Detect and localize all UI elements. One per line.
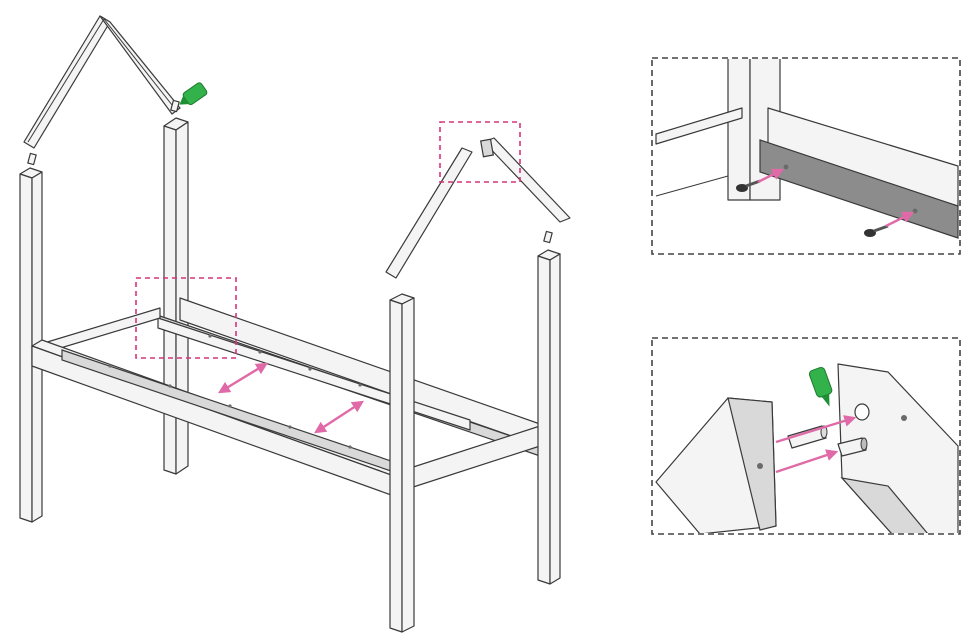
callout-box-rail-joint [135, 277, 237, 359]
arrow-icon [757, 168, 785, 184]
back-right-post [537, 249, 561, 585]
glue-bottle-icon [179, 82, 208, 106]
glue-bottle-icon [808, 366, 833, 407]
detail-bolt-rail-panel [651, 57, 961, 255]
right-roof-rafters [385, 137, 571, 279]
right-end-rail [403, 425, 541, 491]
arrow-icon [775, 415, 857, 444]
detail-dowel-glue-panel [651, 337, 961, 535]
main-assembly-view [19, 15, 571, 633]
bolt-icon [736, 179, 761, 192]
double-arrow-icon [217, 362, 269, 394]
front-right-post [389, 293, 415, 633]
dowel-icon [837, 437, 868, 457]
dowel-icon [170, 99, 180, 113]
dowel-icon [27, 152, 37, 166]
bolt-icon [864, 224, 889, 237]
arrow-icon [885, 211, 915, 228]
arrow-icon [775, 449, 839, 474]
dowel-icon [543, 230, 553, 244]
front-left-post [19, 167, 43, 523]
callout-box-roof-joint [439, 121, 521, 183]
left-roof-rafters [23, 15, 181, 149]
double-arrow-icon [313, 400, 365, 434]
